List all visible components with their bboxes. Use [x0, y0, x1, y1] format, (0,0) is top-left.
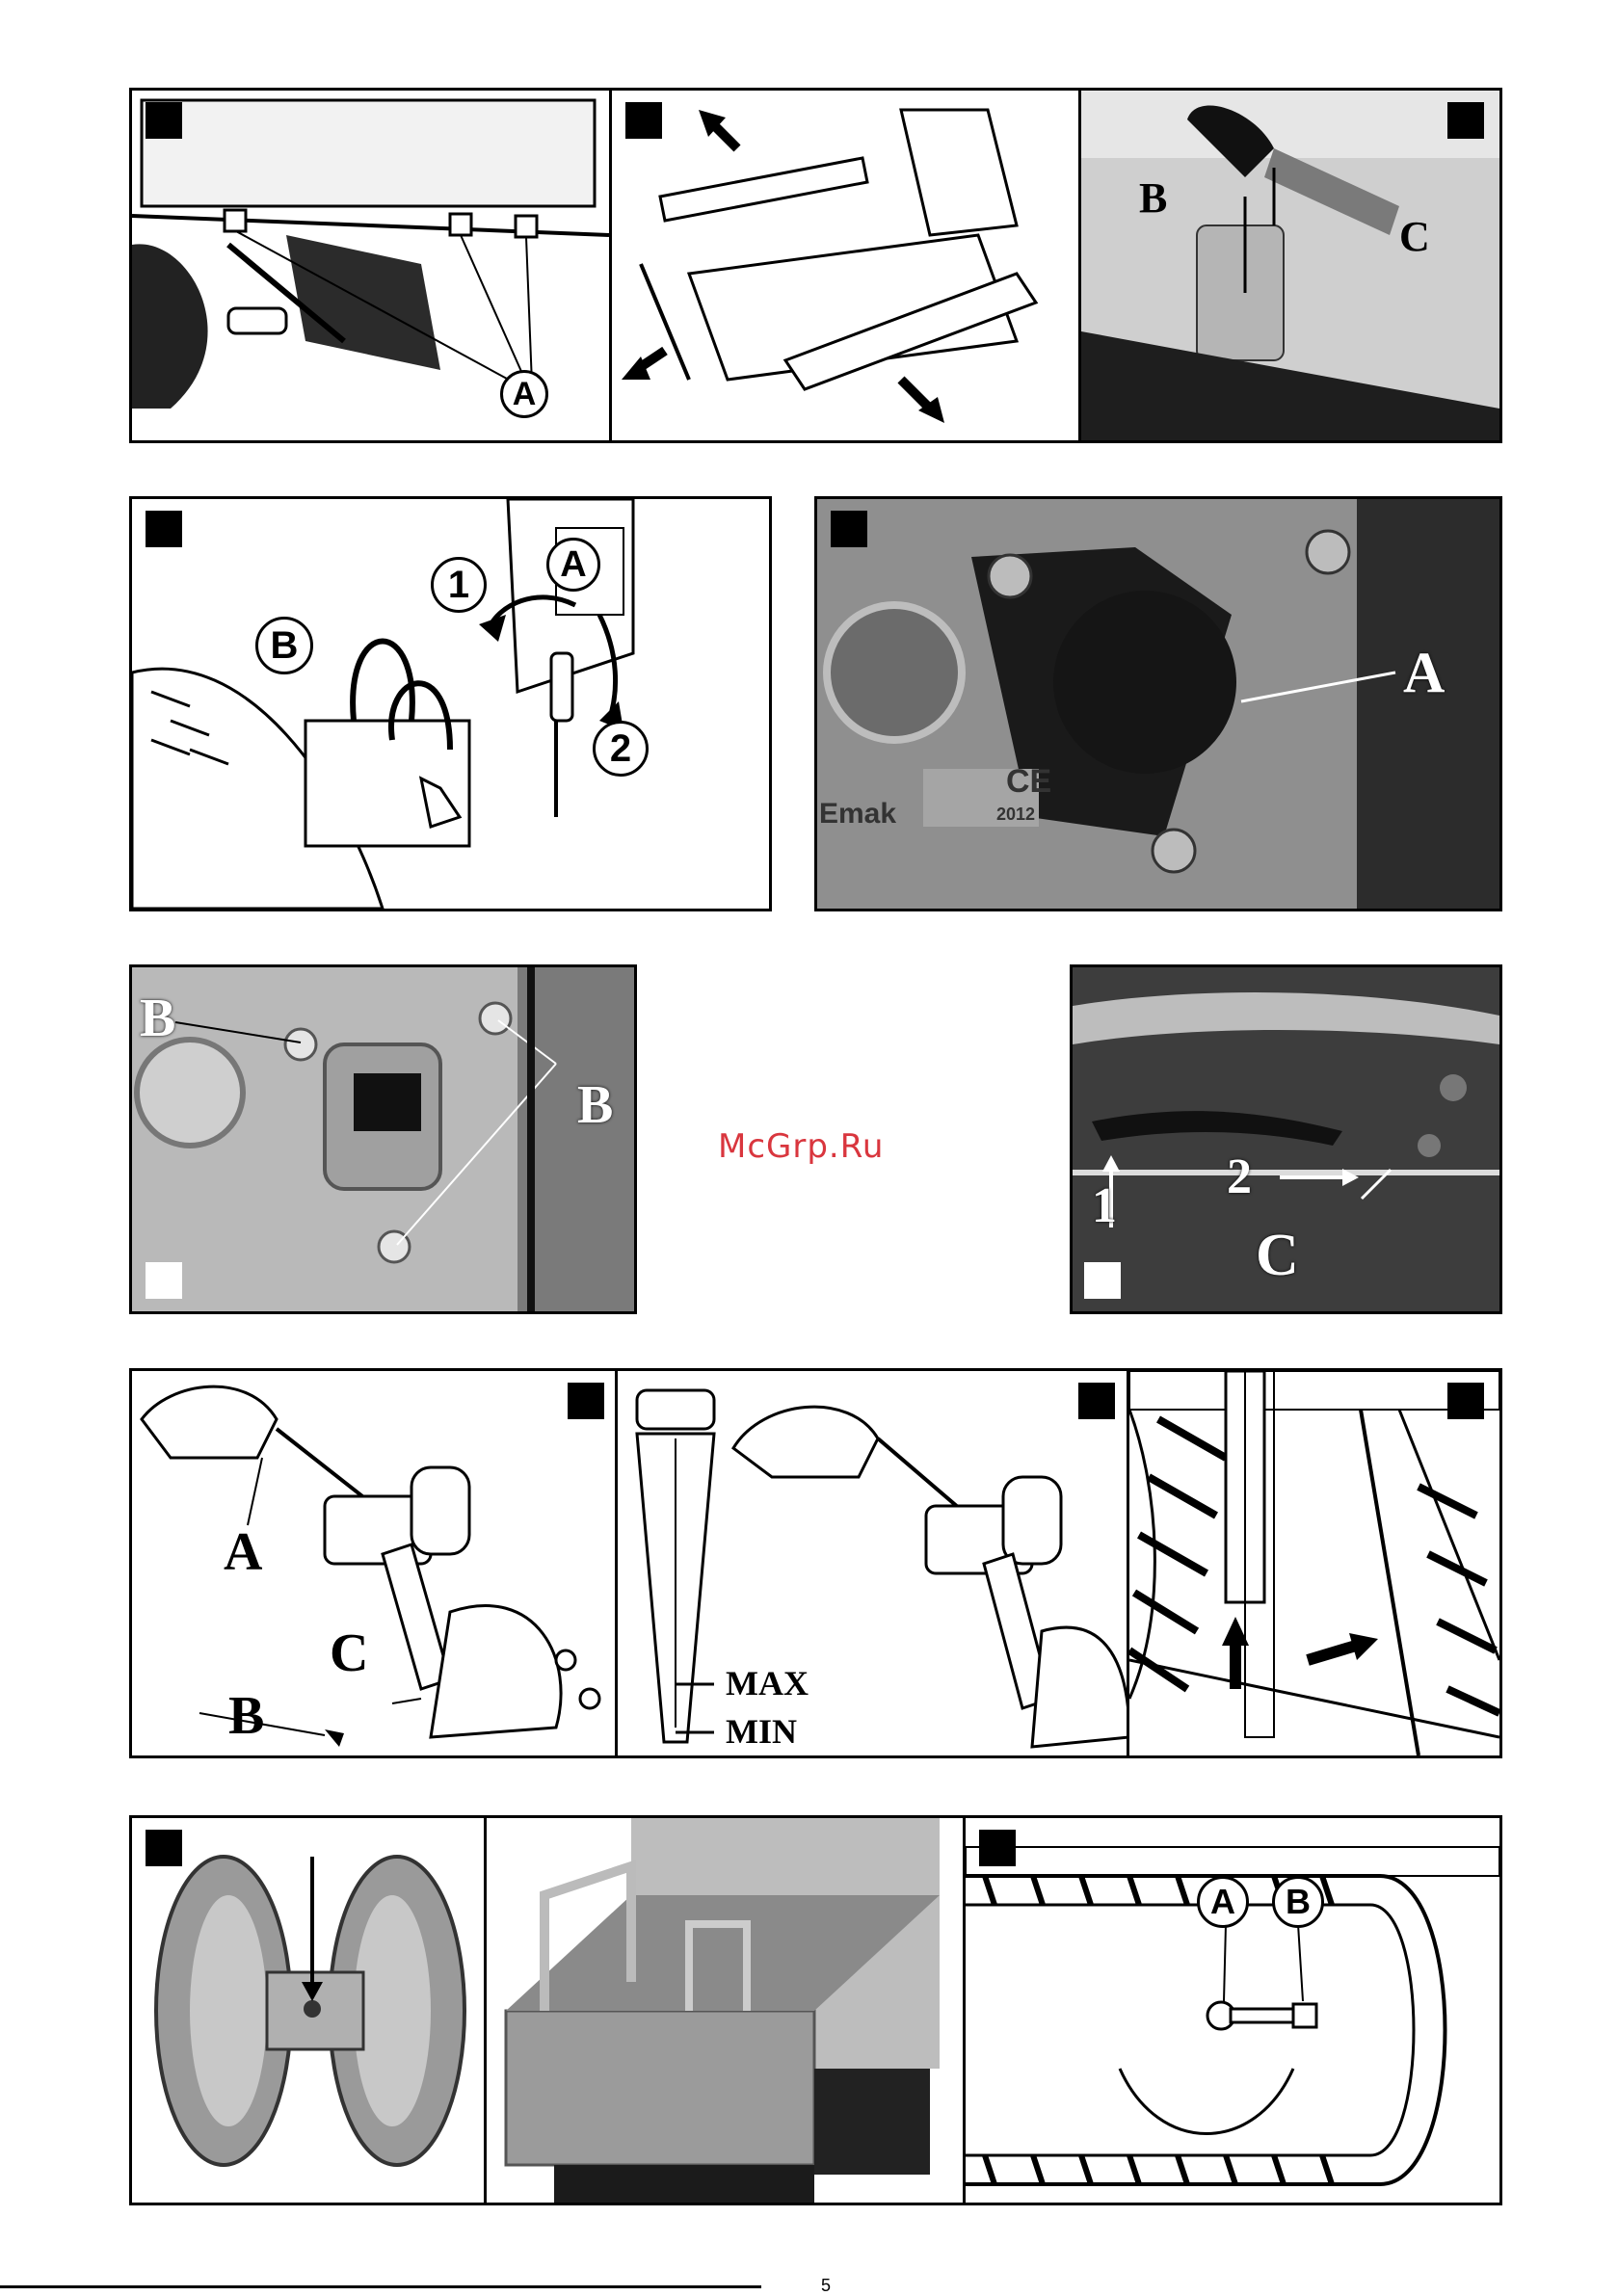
figure-number-tag [146, 102, 182, 139]
label-a-circle: A [546, 538, 600, 592]
label-c: C [1399, 216, 1430, 258]
figure-number-tag [625, 102, 662, 139]
figure-cargo-box [487, 1818, 966, 2203]
figure-chassis-bolts: A [132, 91, 612, 440]
gearbox-photo [817, 499, 1499, 909]
figure-handle-adjust: B C [1081, 91, 1499, 440]
label-c: C [330, 1626, 368, 1680]
label-b-circle: B [1272, 1876, 1324, 1928]
figure-number-tag [146, 511, 182, 547]
dipstick-drawing [618, 1371, 1129, 1755]
roller-photo [132, 1818, 487, 2203]
ce-mark: CE [1006, 765, 1051, 798]
footer-rule [0, 2285, 761, 2288]
year-text: 2012 [996, 805, 1035, 823]
figure-cargo-bed-removal [612, 91, 1081, 440]
figure-number-tag [831, 511, 867, 547]
figure-track-tension [1129, 1371, 1499, 1755]
label-1-circle: 1 [431, 557, 487, 613]
oil-fill-drawing [132, 1371, 618, 1755]
label-1: 1 [1092, 1181, 1117, 1231]
figure-number-tag [1084, 1262, 1121, 1299]
label-b-right: B [577, 1078, 613, 1132]
figure-number-tag [1078, 1383, 1115, 1419]
label-a-circle: A [1197, 1876, 1249, 1928]
label-min: MIN [726, 1714, 797, 1749]
figure-number-tag [1447, 102, 1484, 139]
figure-row-4: A B C MAX MIN [129, 1368, 1502, 1758]
label-b-circle: B [255, 617, 313, 674]
label-b: B [1139, 177, 1167, 220]
track-adjust-drawing [966, 1818, 1499, 2203]
figure-gearbox-bolts: B B [129, 964, 637, 1314]
figure-row-1: A B C [129, 88, 1502, 443]
cargo-box-photo [487, 1818, 966, 2203]
figure-number-tag [568, 1383, 604, 1419]
gearbox-bolts-photo [132, 967, 634, 1311]
label-2-circle: 2 [593, 721, 649, 777]
label-a: A [224, 1525, 262, 1579]
label-a: A [1403, 644, 1445, 701]
figure-brake-lever: 1 2 C [1070, 964, 1502, 1314]
watermark: McGrp.Ru [718, 1127, 884, 1166]
label-b: B [228, 1689, 264, 1743]
label-b-top: B [140, 991, 175, 1045]
label-a-circle: A [500, 370, 548, 418]
cargo-bed-drawing [612, 91, 1081, 440]
figure-roller-lubrication [132, 1818, 487, 2203]
track-tension-drawing [1129, 1371, 1499, 1755]
figure-number-tag [146, 1830, 182, 1866]
page-number: 5 [821, 2276, 831, 2296]
figure-oil-fill: A B C [132, 1371, 618, 1755]
figure-oil-dipstick: MAX MIN [618, 1371, 1129, 1755]
figure-number-tag [979, 1830, 1016, 1866]
figure-row-5: A B [129, 1815, 1502, 2205]
figure-number-tag [146, 1262, 182, 1299]
brand-text: Emak [819, 800, 896, 829]
figure-gearbox-cover: A Emak CE 2012 [814, 496, 1502, 911]
figure-hydraulic-hoses: A B 1 2 [129, 496, 772, 911]
figure-track-adjust-bolts: A B [966, 1818, 1499, 2203]
handle-photo [1081, 91, 1499, 440]
label-max: MAX [726, 1666, 809, 1701]
label-c: C [1256, 1226, 1299, 1285]
figure-number-tag [1447, 1383, 1484, 1419]
label-2: 2 [1227, 1152, 1252, 1202]
